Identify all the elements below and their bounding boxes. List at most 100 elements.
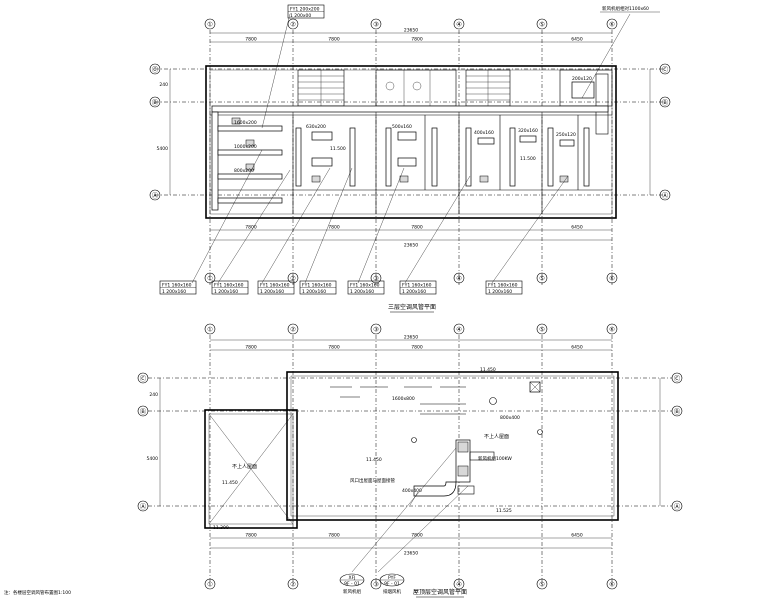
dim-seg-4: 6450 — [571, 345, 583, 351]
axis-bubble — [149, 189, 161, 201]
axis-label-6: ⑥ — [609, 326, 615, 334]
duct-size-label: 500x160 — [392, 124, 412, 130]
equip-tag-pyf-code: 9F - 01 — [384, 581, 400, 587]
dim-seg-1: 7800 — [245, 225, 257, 231]
lower-axis-bottom: ① ② ③ ④ ⑤ ⑥ — [204, 578, 618, 590]
elev-bottom-b: 11.525 — [496, 508, 512, 514]
axis-bubble — [606, 18, 618, 30]
axis-label-1: ① — [207, 275, 213, 283]
axis-label-1: ① — [207, 326, 213, 334]
dim-seg-4: 6450 — [571, 533, 583, 539]
equip-tag-pyf-sub: 排烟风机 — [383, 588, 401, 595]
axis-bubble — [659, 96, 671, 108]
dim-seg-3: 7800 — [411, 533, 423, 539]
axis-label-5: ⑤ — [539, 581, 545, 589]
axis-label-1: ① — [207, 581, 213, 589]
dim-seg-1: 7800 — [245, 345, 257, 351]
tag-bottom-5a: FY1 160x160 — [350, 283, 380, 289]
lower-roof — [204, 371, 619, 529]
main-duct — [211, 105, 609, 113]
roof-vent — [489, 397, 497, 405]
lower-labels: 11.450 11.450 11.300 11.525 11.450 不上人屋面… — [213, 367, 520, 531]
axis-label-3: ③ — [373, 21, 379, 29]
axis-label-1: ① — [207, 21, 213, 29]
axis-bubble — [453, 272, 465, 284]
axis-label-a: Ⓐ — [152, 192, 159, 200]
dim-total-top: 23650 — [404, 28, 418, 34]
axis-bubble — [149, 63, 161, 75]
dim-seg-3: 7800 — [411, 37, 423, 43]
axis-label-3: ③ — [373, 326, 379, 334]
duct-size-label: 400x160 — [474, 130, 494, 136]
lower-equipment-tags: XFJ 9F - 01 新风机组 PYF 9F - 01 排烟风机 — [339, 447, 469, 595]
axis-label-2: ② — [290, 581, 296, 589]
upper-dimensions: 23650 7800 7800 7800 6450 7800 7800 7800… — [157, 28, 651, 249]
equip-tag-pyf-id: PYF — [388, 575, 396, 581]
exterior-wall — [205, 65, 617, 219]
upper-leader-tags: FY1 200x200 1 200x00 新风机组相对1100x60 — [191, 4, 660, 284]
tag-top-right: 新风机组相对1100x60 — [602, 5, 649, 12]
axis-label-c: Ⓒ — [140, 375, 147, 383]
duct-size-label: 200x120 — [572, 76, 592, 82]
upper-building — [205, 65, 617, 219]
lower-axis-top: ① ② ③ ④ ⑤ ⑥ — [204, 323, 618, 335]
upper-drawing: ① ② ③ ④ ⑤ ⑥ ① ② ③ ④ ⑤ ⑥ — [149, 4, 671, 313]
elev-left: 11.450 — [222, 480, 238, 486]
upper-bottom-tags: FY1 160x160 1 200x160 FY1 160x160 1 200x… — [159, 280, 523, 295]
duct-size-label: 320x160 — [518, 128, 538, 134]
dim-seg-1: 7800 — [245, 37, 257, 43]
dim-row-2: 5400 — [147, 456, 159, 462]
duct-size-label: 800x400 — [500, 415, 520, 421]
toilet-block — [375, 69, 457, 107]
upper-axis-top: ① ② ③ ④ ⑤ ⑥ — [204, 18, 618, 30]
axis-label-a: Ⓐ — [674, 503, 681, 511]
lower-ducts — [330, 381, 543, 506]
dim-seg-2: 7800 — [328, 533, 340, 539]
tag-bottom-2a: FY1 160x160 — [214, 283, 244, 289]
dim-total-bottom: 23650 — [404, 551, 418, 557]
dim-row-2: 5400 — [157, 146, 169, 152]
upper-duct-labels: 1600x200 1000x200 800x200 630x200 500x16… — [234, 76, 592, 174]
lower-axis-rows: Ⓒ Ⓑ Ⓐ Ⓒ Ⓑ Ⓐ — [137, 372, 683, 512]
axis-bubble — [659, 63, 671, 75]
axis-bubble — [204, 18, 216, 30]
axis-label-2: ② — [290, 21, 296, 29]
roof-label-left: 不上人屋面 — [232, 463, 257, 470]
axis-label-6: ⑥ — [609, 275, 615, 283]
axis-bubble — [659, 189, 671, 201]
axis-label-b: Ⓑ — [140, 408, 147, 416]
tag-top-left-2: 1 200x00 — [290, 13, 311, 19]
axis-label-5: ⑤ — [539, 21, 545, 29]
lower-drawing-title: 屋顶层空调风管平面 — [413, 588, 467, 596]
tag-bottom-3a: FY1 160x160 — [260, 283, 290, 289]
roof-left-block — [204, 409, 298, 529]
dim-seg-2: 7800 — [328, 225, 340, 231]
axis-label-4: ④ — [456, 326, 462, 334]
upper-axis-rows: Ⓒ Ⓑ Ⓐ Ⓒ Ⓑ Ⓐ — [149, 63, 671, 201]
dim-row-1: 240 — [149, 392, 158, 398]
axis-label-b: Ⓑ — [152, 99, 159, 107]
tag-bottom-1a: FY1 160x160 — [162, 283, 192, 289]
axis-label-c: Ⓒ — [674, 375, 681, 383]
axis-label-a: Ⓐ — [662, 192, 669, 200]
axis-bubble — [536, 18, 548, 30]
axis-label-3: ③ — [373, 275, 379, 283]
duct-riser — [211, 111, 219, 211]
axis-bubble — [453, 18, 465, 30]
axis-label-2: ② — [290, 326, 296, 334]
axis-label-2: ② — [290, 275, 296, 283]
axis-bubble — [149, 96, 161, 108]
lower-drawing: ① ② ③ ④ ⑤ ⑥ ① ② ③ ④ ⑤ ⑥ Ⓒ Ⓑ Ⓐ Ⓒ Ⓑ Ⓐ — [137, 323, 683, 598]
axis-label-3: ③ — [373, 581, 379, 589]
duct-size-label: 800x200 — [234, 168, 254, 174]
equip-tag-xfj-code: 9F - 01 — [344, 581, 360, 587]
axis-bubble — [606, 272, 618, 284]
duct-size-label: 250x120 — [556, 132, 576, 138]
tag-bottom-6a: FY1 160x160 — [402, 283, 432, 289]
axis-label-b: Ⓑ — [662, 99, 669, 107]
tag-bottom-1b: 1 200x160 — [162, 289, 186, 295]
axis-bubble — [370, 272, 382, 284]
dim-total-bottom: 23650 — [404, 243, 418, 249]
equip-tag-xfj-sub: 新风机组 — [343, 588, 361, 595]
